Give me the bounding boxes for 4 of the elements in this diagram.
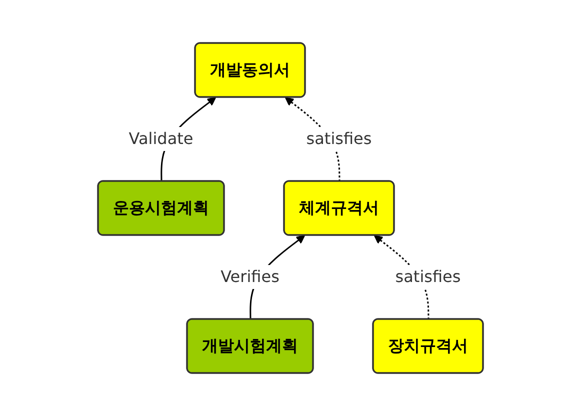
edge-label: satisfies (306, 129, 372, 148)
edge-label: satisfies (395, 267, 461, 286)
edge-label: Validate (128, 129, 194, 148)
edge-label: Verifies (220, 267, 280, 286)
